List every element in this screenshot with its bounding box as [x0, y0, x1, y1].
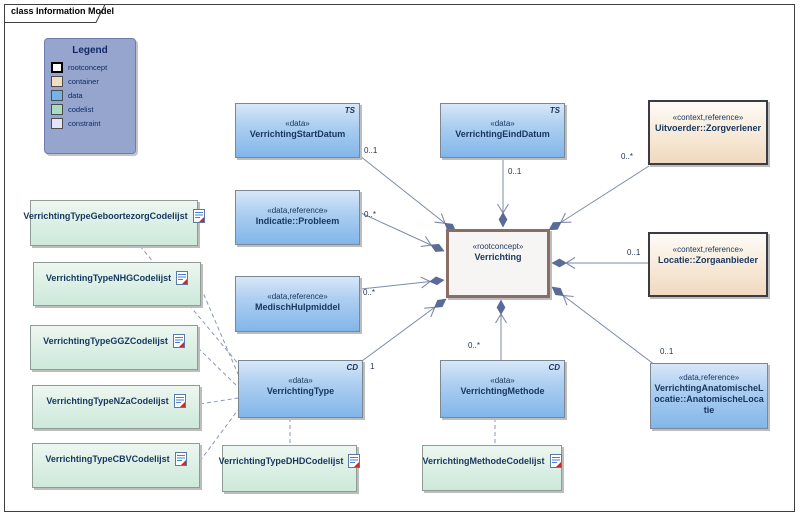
document-icon — [348, 454, 361, 468]
document-icon — [174, 452, 187, 466]
multiplicity-label: 0..1 — [660, 347, 674, 356]
multiplicity-label: 0..1 — [627, 248, 641, 257]
rootconcept-swatch — [51, 62, 63, 73]
class-verrichtingeinddatum[interactable]: TS «data» VerrichtingEindDatum — [440, 103, 565, 158]
data-swatch — [51, 90, 63, 101]
type-tag: TS — [549, 106, 560, 115]
class-medischhulpmiddel[interactable]: «data,reference» MedischHulpmiddel — [235, 276, 360, 332]
class-indicatie-probleem[interactable]: «data,reference» Indicatie::Probleem — [235, 190, 360, 245]
association-lines — [359, 155, 656, 366]
codelist-swatch — [51, 104, 63, 115]
legend-title: Legend — [72, 45, 108, 56]
multiplicity-label: 1 — [370, 362, 375, 371]
class-anatomischelocatie[interactable]: «data,reference» VerrichtingAnatomischeL… — [650, 363, 768, 429]
diagram-frame-label: class Information Model — [11, 6, 115, 16]
class-codelist-geboortezorg[interactable]: VerrichtingTypeGeboortezorgCodelijst — [23, 200, 205, 246]
class-verrichtingmethode[interactable]: CD «data» VerrichtingMethode — [440, 360, 565, 418]
dependency-lines — [139, 245, 496, 462]
type-tag: CD — [548, 363, 560, 372]
multiplicity-label: 0..* — [363, 288, 376, 297]
class-uitvoerder-zorgverlener[interactable]: «context,reference» Uitvoerder::Zorgverl… — [648, 100, 768, 165]
class-codelist-nza[interactable]: VerrichtingTypeNZaCodelijst — [32, 385, 200, 429]
legend-item-codelist: codelist — [51, 104, 129, 115]
document-icon — [176, 271, 189, 285]
container-swatch — [51, 76, 63, 87]
multiplicity-label: 0..* — [621, 152, 634, 161]
class-locatie-zorgaanbieder[interactable]: «context,reference» Locatie::Zorgaanbied… — [648, 232, 768, 297]
multiplicity-label: 0..1 — [508, 167, 522, 176]
legend: Legend rootconcept container data codeli… — [44, 38, 136, 154]
type-tag: TS — [344, 106, 355, 115]
legend-item-container: container — [51, 76, 129, 87]
class-verrichtingtype[interactable]: CD «data» VerrichtingType — [238, 360, 363, 418]
class-codelist-dhd[interactable]: VerrichtingTypeDHDCodelijst — [219, 445, 361, 492]
legend-item-rootconcept: rootconcept — [51, 62, 129, 73]
class-codelist-methode[interactable]: VerrichtingMethodeCodelijst — [422, 445, 562, 491]
document-icon — [172, 334, 185, 348]
class-verrichting-rootconcept[interactable]: «rootconcept» Verrichting — [446, 229, 550, 298]
document-icon — [173, 394, 186, 408]
legend-item-constraint: constraint — [51, 118, 129, 129]
class-verrichtingstartdatum[interactable]: TS «data» VerrichtingStartDatum — [235, 103, 360, 158]
class-codelist-ggz[interactable]: VerrichtingTypeGGZCodelijst — [30, 325, 198, 370]
constraint-swatch — [51, 118, 63, 129]
class-codelist-cbv[interactable]: VerrichtingTypeCBVCodelijst — [32, 443, 200, 488]
document-icon — [192, 209, 205, 223]
multiplicity-label: 0..1 — [364, 146, 378, 155]
legend-item-data: data — [51, 90, 129, 101]
type-tag: CD — [346, 363, 358, 372]
class-codelist-nhg[interactable]: VerrichtingTypeNHGCodelijst — [33, 262, 201, 306]
multiplicity-label: 0..* — [468, 341, 481, 350]
multiplicity-label: 0..* — [364, 210, 377, 219]
document-icon — [549, 454, 562, 468]
